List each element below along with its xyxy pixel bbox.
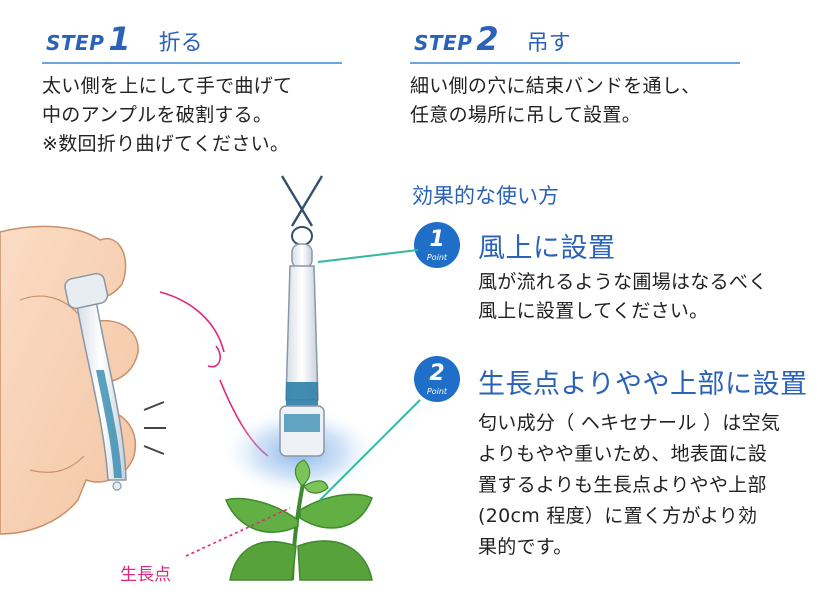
point1-badge: 1 Point	[414, 222, 460, 268]
hand-illustration	[0, 225, 269, 535]
point2-badge-label: Point	[426, 387, 448, 396]
hanging-ampoule	[220, 175, 380, 498]
step2-line: 細い側の穴に結束バンドを通し、	[410, 75, 701, 97]
point2-badge: 2 Point	[414, 356, 460, 402]
step2-divider	[410, 62, 740, 64]
step2-number: 2	[476, 20, 499, 58]
step2-header: STEP 2 吊す	[414, 20, 571, 58]
usage-heading: 効果的な使い方	[412, 184, 559, 208]
point1-badge-label: Point	[426, 253, 448, 262]
step1-line: 中のアンプルを破割する。	[42, 104, 273, 126]
point1-title: 風上に設置	[478, 233, 616, 264]
plant-illustration	[224, 459, 373, 581]
step1-word: STEP	[46, 31, 105, 55]
step1-line: 太い側を上にして手で曲げて	[42, 75, 293, 97]
step1-line: ※数回折り曲げてください。	[42, 133, 290, 155]
growth-point-label: 生長点	[120, 565, 171, 585]
point1-number: 1	[429, 227, 445, 252]
step1-header: STEP 1 折る	[46, 20, 203, 58]
step2-text: 細い側の穴に結束バンドを通し、 任意の場所に吊して設置。	[410, 72, 810, 130]
step1-number: 1	[108, 20, 131, 58]
point2-line: 果的です。	[478, 536, 573, 558]
step2-title: 吊す	[526, 31, 571, 56]
point1-line: 風上に設置してください。	[478, 300, 709, 322]
step1-title: 折る	[158, 31, 203, 56]
point1-leader-line	[317, 249, 419, 263]
step1-text: 太い側を上にして手で曲げて 中のアンプルを破割する。 ※数回折り曲げてください。	[42, 72, 362, 159]
point1-line: 風が流れるような圃場はなるべく	[478, 271, 768, 293]
step2-word: STEP	[414, 31, 473, 55]
step1-divider	[42, 62, 342, 64]
growth-point-leader	[185, 507, 291, 557]
point2-line: よりもやや重いため、地表面に設	[478, 443, 768, 465]
step2-line: 任意の場所に吊して設置。	[410, 104, 642, 126]
point2-line: 置するよりも生長点よりやや上部	[478, 474, 767, 496]
point2-line: 匂い成分（ ヘキセナール ）は空気	[478, 412, 781, 434]
point2-line: (20cm 程度）に置く方がより効	[478, 505, 758, 527]
point2-number: 2	[429, 361, 445, 386]
point2-text: 匂い成分（ ヘキセナール ）は空気 よりもやや重いため、地表面に設 置するよりも…	[478, 408, 828, 563]
point2-leader-line	[319, 399, 421, 501]
point2-title: 生長点よりやや上部に設置	[478, 369, 808, 400]
point1-text: 風が流れるような圃場はなるべく 風上に設置してください。	[478, 268, 828, 326]
